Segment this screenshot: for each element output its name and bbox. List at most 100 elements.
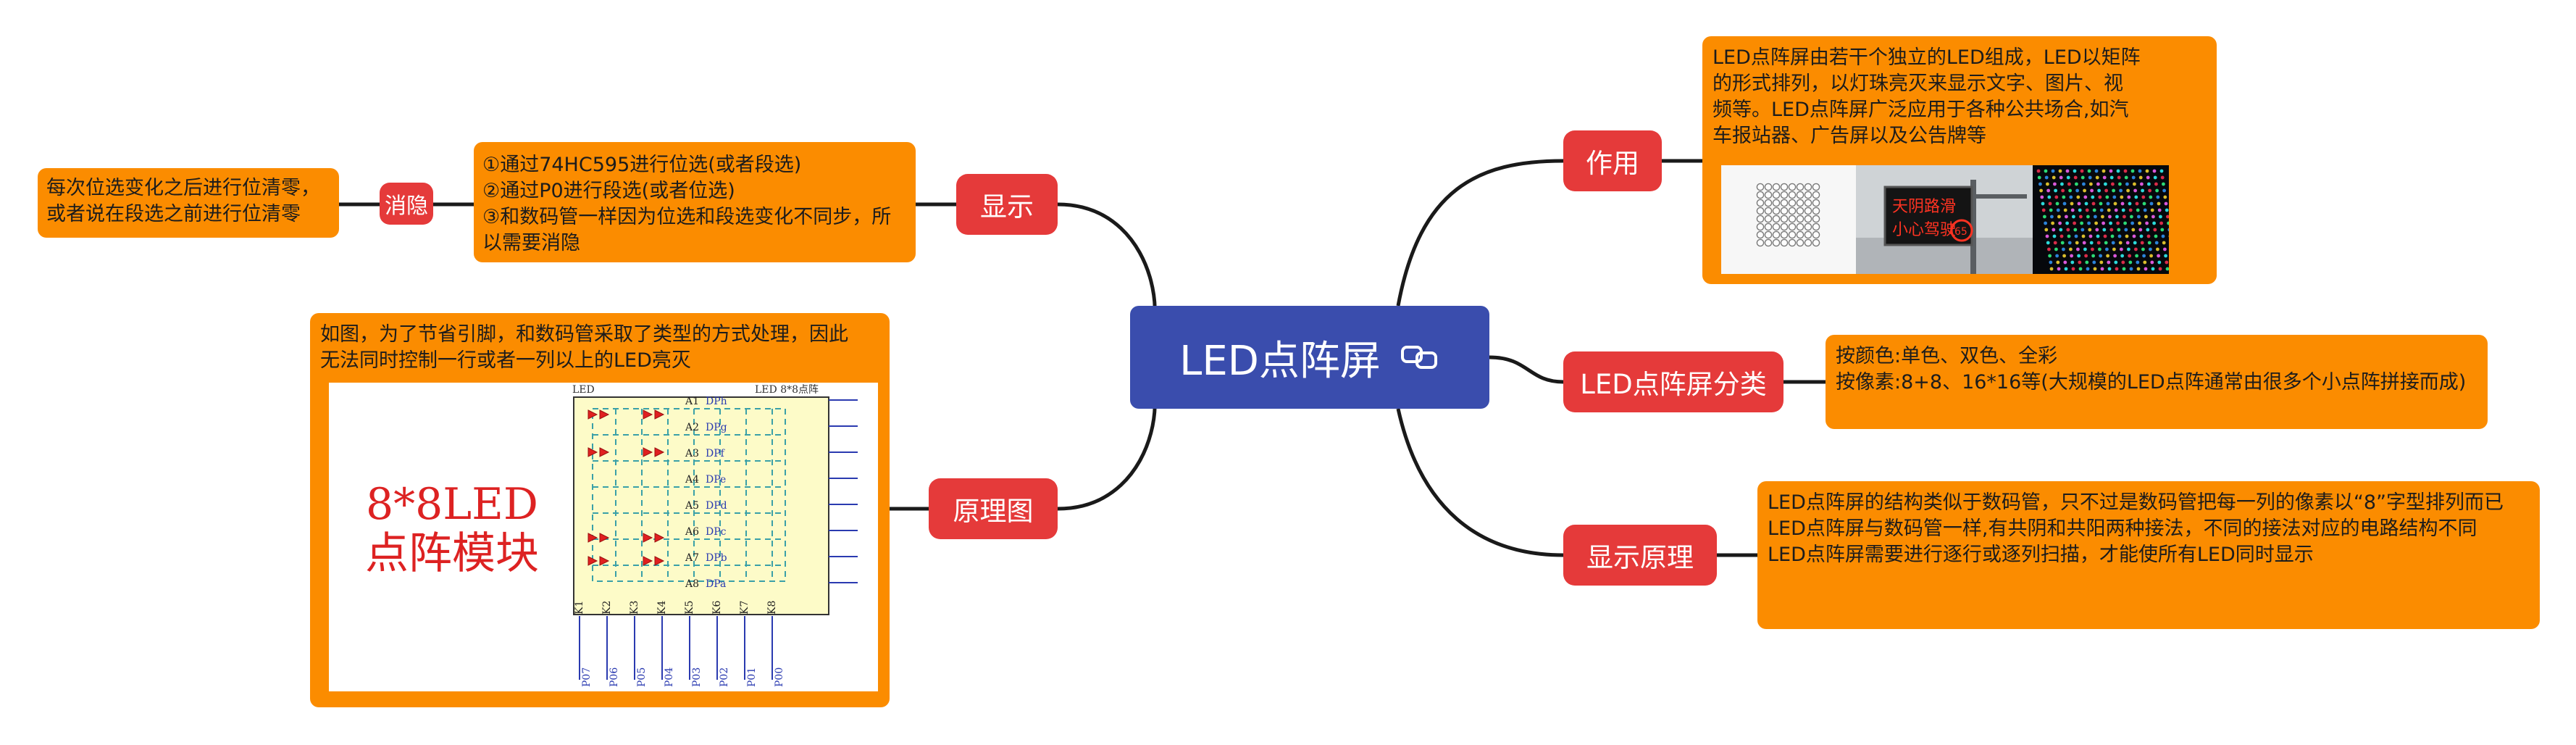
schematic-header-left: LED (572, 384, 595, 396)
rgb-dot (2106, 254, 2109, 258)
rgb-dot (2049, 267, 2054, 271)
rgb-dot (2120, 195, 2124, 199)
matrix-dot (1772, 199, 1781, 207)
rgb-display-photo (2033, 165, 2169, 274)
matrix-dot (1812, 238, 1820, 247)
matrix-dot (1764, 191, 1773, 199)
link-principle (1396, 408, 1564, 557)
rgb-dot (2146, 175, 2150, 180)
matrix-dot (1796, 183, 1805, 191)
topic-blanking-label: 消隐 (385, 193, 428, 219)
schematic-caption-line: 点阵模块 (365, 528, 539, 579)
rgb-dot (2134, 195, 2138, 199)
schematic-detail-box[interactable]: 如图，为了节省引脚，和数码管采取了类型的方式处理，因此 无法同时控制一行或者一列… (310, 313, 890, 707)
rgb-dot (2094, 215, 2097, 219)
topic-purpose[interactable]: 作用 (1563, 130, 1662, 191)
led-diode (587, 556, 598, 566)
rgb-dot (2038, 182, 2042, 186)
rgb-dot (2112, 195, 2117, 199)
matrix-dot (1788, 207, 1797, 215)
rgb-dot (2091, 201, 2096, 206)
topic-principle[interactable]: 显示原理 (1563, 525, 1717, 586)
rgb-dot (2153, 175, 2157, 180)
led-diode (599, 556, 610, 566)
rgb-dot (2098, 247, 2102, 251)
rgb-dot (2084, 254, 2088, 258)
rgb-dot (2107, 208, 2111, 212)
display-detail-box[interactable]: ①通过74HC595进行位选(或者段选) ②通过P0进行段选(或者位选) ③和数… (474, 142, 916, 262)
topic-types-label: LED点阵屏分类 (1580, 369, 1767, 400)
rgb-dot (2133, 188, 2137, 193)
rgb-dot (2148, 188, 2151, 193)
col-pin-label: P01 (746, 667, 758, 687)
rgb-dot (2130, 221, 2134, 225)
rgb-dot (2163, 247, 2167, 251)
rgb-dot (2102, 221, 2105, 225)
rgb-dot (2156, 247, 2159, 251)
rgb-dot (2064, 267, 2068, 271)
rgb-dot (2049, 260, 2053, 265)
rgb-dot (2121, 208, 2125, 212)
types-detail-box[interactable]: 按颜色:单色、双色、全彩 按像素:8+8、16*16等(大规模的LED点阵通常由… (1826, 335, 2488, 429)
display-detail-line: ②通过P0进行段选(或者位选) (482, 180, 735, 202)
rgb-dot (2086, 215, 2090, 219)
rgb-dot (2081, 234, 2086, 238)
rgb-dot (2120, 254, 2124, 258)
rgb-dot (2075, 241, 2079, 245)
matrix-dot (1756, 230, 1765, 239)
rgb-dot (2151, 215, 2155, 219)
purpose-detail-box[interactable]: LED点阵屏由若干个独立的LED组成，LED以矩阵 的形式排列，以灯珠亮灭来显示… (1702, 36, 2217, 284)
rgb-dot (2087, 169, 2091, 173)
rgb-dot (2105, 247, 2109, 251)
matrix-dot (1772, 191, 1781, 199)
rgb-dot (2113, 254, 2117, 258)
display-detail-line: 以需要消隐 (482, 232, 580, 254)
rgb-dot (2070, 260, 2075, 265)
led-diode (654, 447, 665, 457)
topic-display[interactable]: 显示 (956, 174, 1058, 235)
rgb-dot (2097, 188, 2101, 193)
matrix-dot (1772, 230, 1781, 239)
matrix-dot (1780, 238, 1789, 247)
rgb-dot (2143, 208, 2147, 212)
matrix-dot (1780, 191, 1789, 199)
rgb-dot (2099, 254, 2102, 258)
rgb-dot (2099, 201, 2103, 206)
rgb-dot (2114, 260, 2118, 265)
rgb-dot (2145, 221, 2149, 225)
matrix-dot (1772, 215, 1781, 223)
rgb-dot (2167, 221, 2169, 225)
rgb-dot (2053, 241, 2057, 245)
rgb-dot (2112, 188, 2115, 193)
matrix-dot (1812, 191, 1820, 199)
rgb-dot (2159, 215, 2162, 219)
row-label: A3 (685, 448, 699, 459)
rgb-dot (2084, 201, 2088, 206)
row-pin-label: DPc (706, 526, 727, 538)
rgb-dot (2159, 169, 2164, 173)
rgb-dot (2054, 188, 2057, 193)
rgb-dot (2080, 169, 2084, 173)
rgb-dot (2152, 169, 2157, 173)
principle-detail-line: LED点阵屏需要进行逐行或逐列扫描，才能使所有LED同时显示 (1768, 544, 2314, 566)
matrix-dot (1804, 230, 1812, 239)
topic-types[interactable]: LED点阵屏分类 (1563, 351, 1783, 412)
principle-detail-box[interactable]: LED点阵屏的结构类似于数码管，只不过是数码管把每一列的像素以“8”字型排列而已… (1757, 481, 2540, 629)
rgb-dot (2083, 247, 2087, 251)
col-pin-label: P00 (774, 667, 785, 687)
rgb-dot (2065, 169, 2070, 173)
link-purpose (1396, 159, 1564, 307)
topic-blanking[interactable]: 消隐 (380, 183, 433, 225)
rgb-dot (2049, 208, 2053, 212)
col-pin-label: P03 (691, 667, 703, 687)
blanking-detail-box[interactable]: 每次位选变化之后进行位清零， 或者说在段选之前进行位清零 (38, 168, 339, 238)
col-label: K3 (629, 601, 640, 615)
rgb-dot (2052, 175, 2056, 180)
blanking-detail-line: 或者说在段选之前进行位清零 (46, 203, 301, 225)
topic-display-label: 显示 (980, 191, 1034, 222)
root-topic[interactable]: LED点阵屏 (1130, 306, 1489, 409)
topic-schematic[interactable]: 原理图 (929, 478, 1058, 539)
rgb-dot (2082, 241, 2086, 245)
rgb-dot (2091, 247, 2094, 251)
rgb-dot (2039, 188, 2043, 193)
